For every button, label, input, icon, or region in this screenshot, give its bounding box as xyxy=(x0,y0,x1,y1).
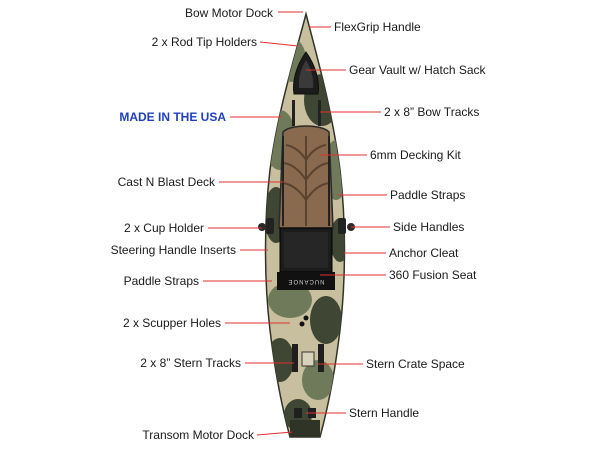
label-stern-tracks: 2 x 8” Stern Tracks xyxy=(140,356,241,370)
label-bow-motor-dock: Bow Motor Dock xyxy=(184,6,273,20)
label-decking-kit: 6mm Decking Kit xyxy=(370,148,461,162)
label-made-in-usa: MADE IN THE USA xyxy=(119,110,226,124)
label-bow-tracks: 2 x 8” Bow Tracks xyxy=(384,105,480,119)
decking-pad xyxy=(278,125,334,229)
stern-end xyxy=(290,420,320,437)
label-flexgrip-handle: FlexGrip Handle xyxy=(334,20,421,34)
seat-brand-text: NUCANOE xyxy=(287,278,324,284)
label-transom-motor-dock: Transom Motor Dock xyxy=(142,428,254,442)
side-fittings xyxy=(258,218,355,234)
label-cast-n-blast-deck: Cast N Blast Deck xyxy=(117,175,215,189)
label-stern-crate-space: Stern Crate Space xyxy=(366,357,465,371)
label-scupper-holes: 2 x Scupper Holes xyxy=(122,316,221,330)
gear-vault-hatch xyxy=(293,51,319,95)
label-stern-handle: Stern Handle xyxy=(349,406,420,420)
label-side-handles: Side Handles xyxy=(393,220,465,234)
label-cup-holder: 2 x Cup Holder xyxy=(123,221,204,235)
label-anchor-cleat: Anchor Cleat xyxy=(389,246,459,260)
label-gear-vault: Gear Vault w/ Hatch Sack xyxy=(349,63,486,77)
label-paddle-straps-right: Paddle Straps xyxy=(390,188,466,202)
leader-transom-motor-dock xyxy=(256,431,293,436)
label-fusion-seat: 360 Fusion Seat xyxy=(389,268,477,282)
label-steering-handle-inserts: Steering Handle Inserts xyxy=(110,243,236,257)
label-paddle-straps-left: Paddle Straps xyxy=(123,274,199,288)
fusion-seat xyxy=(277,227,335,290)
bow-tracks xyxy=(292,100,321,126)
leader-lines xyxy=(203,11,390,436)
leader-rod-tip-holders xyxy=(259,41,299,47)
label-rod-tip-holders: 2 x Rod Tip Holders xyxy=(151,35,257,49)
